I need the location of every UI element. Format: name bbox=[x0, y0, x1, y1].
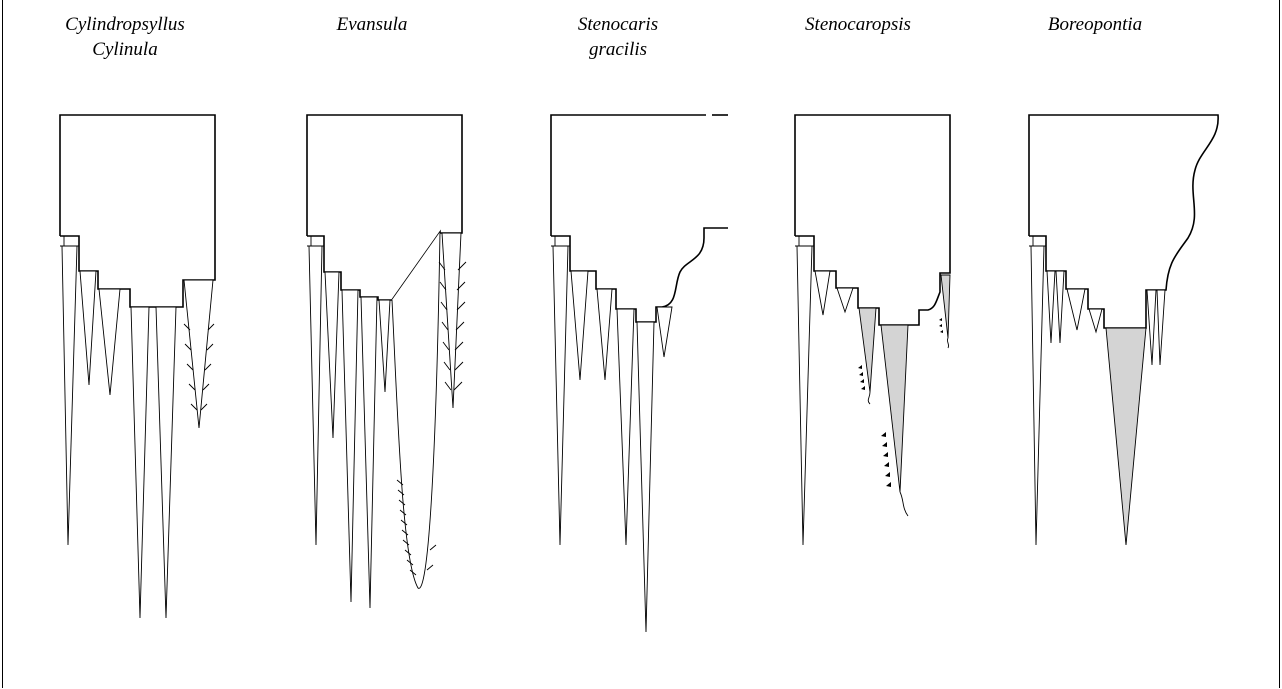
seta bbox=[341, 289, 359, 603]
panel-label-line-1: Stenocaropsis bbox=[805, 14, 911, 35]
spinules bbox=[858, 318, 943, 487]
seta bbox=[552, 245, 569, 546]
seta-tip bbox=[899, 491, 909, 517]
appendage-outline bbox=[59, 114, 216, 308]
shaded-seta bbox=[940, 274, 951, 339]
seta bbox=[155, 306, 177, 619]
panel-label-line-1: Evansula bbox=[336, 14, 408, 35]
panel-label-line-2: gracilis bbox=[589, 39, 647, 60]
appendage-outline bbox=[1028, 114, 1219, 329]
seta bbox=[308, 245, 323, 546]
panel-label-line-1: Boreopontia bbox=[1048, 14, 1142, 35]
seta bbox=[836, 287, 854, 314]
seta bbox=[1030, 245, 1045, 546]
seta bbox=[570, 270, 589, 381]
spinules bbox=[396, 479, 437, 576]
seta bbox=[616, 308, 635, 546]
seta bbox=[1146, 289, 1157, 366]
plumose-seta bbox=[441, 232, 462, 409]
plumose-seta bbox=[183, 279, 214, 429]
appendage-outline bbox=[794, 114, 951, 326]
shaded-seta bbox=[880, 324, 909, 493]
panel-boreopontia: Boreopontia bbox=[1028, 14, 1219, 546]
seta bbox=[636, 321, 655, 633]
long-curved-seta bbox=[391, 231, 441, 589]
shaded-seta bbox=[858, 307, 877, 393]
seta-tip bbox=[867, 391, 871, 405]
seta bbox=[796, 245, 813, 546]
seta bbox=[656, 306, 673, 358]
setules bbox=[438, 261, 467, 391]
seta bbox=[79, 270, 97, 386]
seta bbox=[596, 288, 613, 381]
seta bbox=[1066, 288, 1086, 331]
panel-cylindropsyllus: Cylindropsyllus Cylinula bbox=[59, 14, 216, 619]
panel-evansula: Evansula bbox=[306, 14, 467, 609]
appendage-outline bbox=[550, 114, 706, 236]
panel-label-line-2: Cylinula bbox=[92, 39, 157, 60]
seta bbox=[1055, 270, 1065, 344]
seta bbox=[378, 299, 391, 393]
seta bbox=[814, 270, 831, 316]
panel-stenocaris: Stenocaris gracilis bbox=[550, 14, 728, 633]
seta bbox=[61, 245, 78, 546]
seta bbox=[360, 296, 378, 609]
appendage-outline bbox=[551, 227, 728, 323]
seta bbox=[1156, 289, 1166, 366]
seta-tip bbox=[946, 337, 950, 349]
panel-stenocaropsis: Stenocaropsis bbox=[794, 14, 951, 546]
panel-label-line-1: Cylindropsyllus bbox=[65, 14, 185, 35]
seta bbox=[324, 271, 340, 439]
setules bbox=[183, 323, 215, 411]
shaded-seta bbox=[1105, 327, 1147, 546]
seta bbox=[98, 288, 121, 396]
seta bbox=[1046, 270, 1056, 344]
panel-label-line-1: Stenocaris bbox=[578, 14, 658, 35]
seta bbox=[1088, 308, 1103, 334]
seta bbox=[130, 306, 150, 619]
